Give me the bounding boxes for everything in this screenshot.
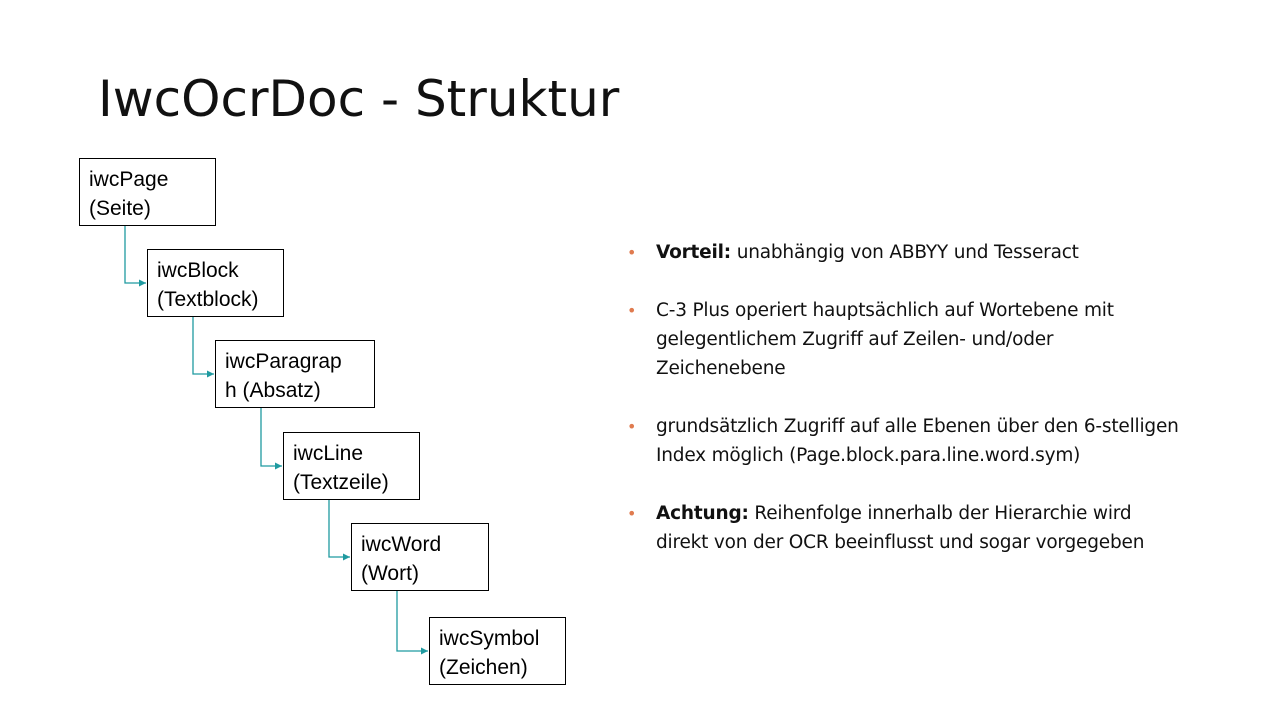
connector-page-to-block xyxy=(124,226,146,287)
node-iwc-word: iwcWord (Wort) xyxy=(351,523,489,591)
bullet-icon: • xyxy=(627,504,637,523)
node-iwc-symbol: iwcSymbol (Zeichen) xyxy=(429,617,566,685)
bullet-item: •grundsätzlich Zugriff auf alle Ebenen ü… xyxy=(624,412,1184,470)
bullet-icon: • xyxy=(627,243,637,262)
bullet-item: •Achtung: Reihenfolge innerhalb der Hier… xyxy=(624,499,1184,557)
node-iwc-page: iwcPage (Seite) xyxy=(79,158,216,226)
bullet-item: •Vorteil: unabhängig von ABBYY und Tesse… xyxy=(624,238,1184,267)
connector-block-to-paragraph xyxy=(192,317,214,378)
node-iwc-line: iwcLine (Textzeile) xyxy=(283,432,420,500)
bullet-icon: • xyxy=(627,301,637,320)
slide-title: IwcOcrDoc - Struktur xyxy=(98,70,620,128)
bullet-list: •Vorteil: unabhängig von ABBYY und Tesse… xyxy=(624,238,1184,586)
connector-paragraph-to-line xyxy=(260,408,282,470)
node-iwc-paragraph: iwcParagrap h (Absatz) xyxy=(215,340,375,408)
connector-word-to-symbol xyxy=(396,591,428,655)
connector-line-to-word xyxy=(328,500,350,561)
node-iwc-block: iwcBlock (Textblock) xyxy=(147,249,284,317)
bullet-item: •C-3 Plus operiert hauptsächlich auf Wor… xyxy=(624,296,1184,383)
bullet-icon: • xyxy=(627,417,637,436)
